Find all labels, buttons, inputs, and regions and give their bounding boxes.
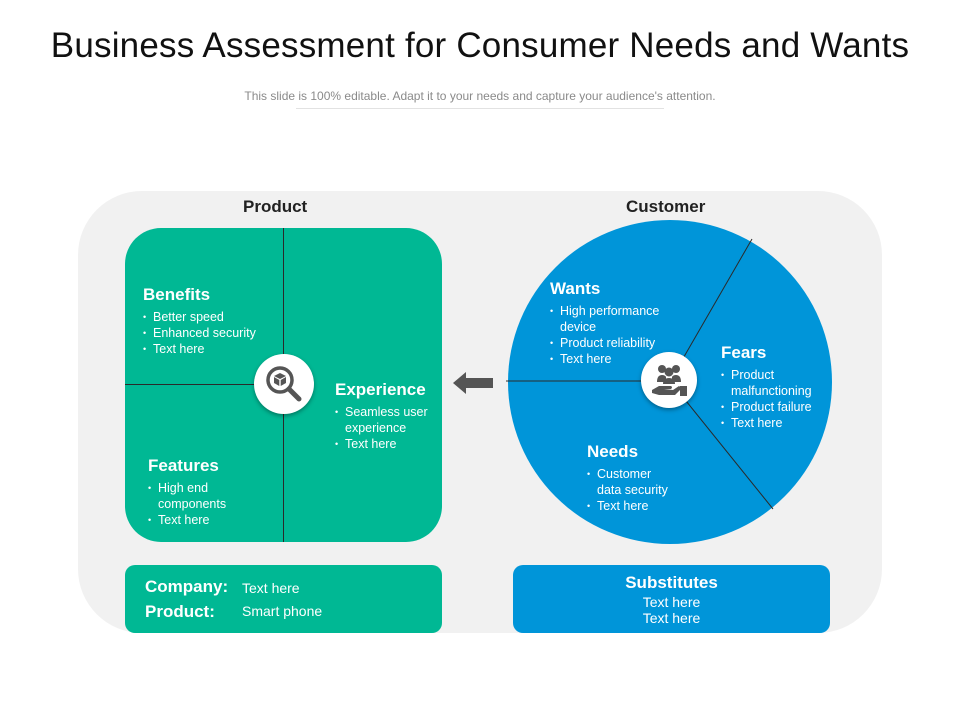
list-item: Product reliability: [550, 335, 659, 351]
company-label: Company:: [145, 577, 229, 596]
substitutes-line-1: Text here: [642, 594, 701, 610]
pie-divider-bottom: [669, 380, 774, 510]
fears-title: Fears: [721, 343, 767, 362]
needs-block: Needs Customer data security Text here: [587, 442, 668, 514]
people-hand-icon: [641, 352, 697, 408]
list-item: Text here: [550, 351, 659, 367]
customer-heading: Customer: [626, 197, 706, 216]
subtitle-divider: [296, 108, 664, 109]
page-title: Business Assessment for Consumer Needs a…: [50, 26, 910, 65]
benefits-title: Benefits: [143, 285, 211, 304]
substitutes-box: Substitutes Text here Text here: [513, 565, 830, 633]
list-item: components: [148, 496, 226, 512]
experience-title: Experience: [335, 380, 426, 399]
substitutes-line-2: Text here: [642, 610, 701, 626]
list-item: Product: [721, 367, 812, 383]
list-item: Text here: [335, 436, 428, 452]
product-divider-horizontal: [125, 384, 283, 385]
list-item-continuation: device: [560, 320, 597, 334]
product-heading: Product: [243, 197, 308, 216]
substitutes-title: Substitutes: [625, 573, 718, 592]
product-label: Product:: [145, 602, 215, 621]
list-item: Text here: [721, 415, 812, 431]
page-subtitle: This slide is 100% editable. Adapt it to…: [244, 89, 716, 103]
fears-block: Fears Product malfunctioning Product fai…: [721, 343, 812, 431]
list-item-continuation: components: [158, 497, 227, 511]
list-item: Seamless user: [335, 404, 428, 420]
list-item: High performance: [550, 303, 659, 319]
arrow-left-icon: [453, 372, 493, 394]
list-item: Customer: [587, 466, 668, 482]
list-item-continuation: data security: [597, 483, 668, 497]
list-item: Text here: [148, 512, 226, 528]
list-item-continuation: malfunctioning: [731, 384, 812, 398]
list-item: device: [550, 319, 659, 335]
needs-title: Needs: [587, 442, 639, 461]
list-item: malfunctioning: [721, 383, 812, 399]
wants-block: Wants High performance device Product re…: [550, 279, 659, 367]
product-value: Smart phone: [242, 603, 323, 619]
list-item: Product failure: [721, 399, 812, 415]
company-value: Text here: [242, 580, 300, 596]
list-item: High end: [148, 480, 226, 496]
list-item-continuation: experience: [345, 421, 407, 435]
list-item: data security: [587, 482, 668, 498]
features-title: Features: [148, 456, 219, 475]
wants-title: Wants: [550, 279, 601, 298]
experience-block: Experience Seamless user experience Text…: [335, 380, 428, 452]
benefits-block: Benefits Better speed Enhanced security …: [143, 285, 256, 357]
list-item: Text here: [143, 341, 256, 357]
features-block: Features High end components Text here: [148, 456, 226, 528]
list-item: Enhanced security: [143, 325, 256, 341]
list-item: Better speed: [143, 309, 256, 325]
company-box: Company: Text here Product: Smart phone: [125, 565, 442, 633]
list-item: experience: [335, 420, 428, 436]
list-item: Text here: [587, 498, 668, 514]
magnifier-box-icon: [254, 354, 314, 414]
